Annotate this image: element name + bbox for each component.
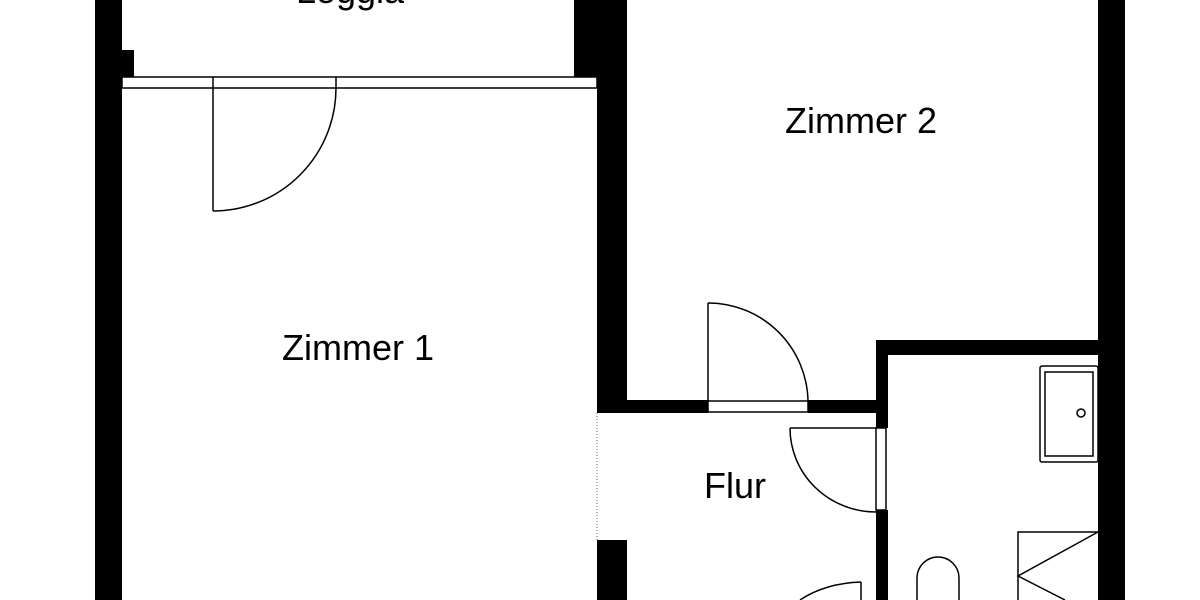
- loggia-notch: [122, 50, 134, 77]
- loggia-right-wall: [574, 0, 598, 77]
- room-label-flur: Flur: [704, 465, 766, 506]
- flur-left-wall-stub: [597, 540, 627, 600]
- room-label-zimmer2: Zimmer 2: [785, 100, 937, 141]
- bath-top-wall: [876, 340, 1098, 355]
- walls: [95, 0, 1125, 600]
- middle-wall: [597, 0, 627, 413]
- zimmer2-bottom-wall-left: [627, 400, 708, 413]
- bath-left-wall-top: [876, 340, 888, 428]
- room-label-loggia: Loggia: [296, 0, 405, 11]
- loggia-glazing: [121, 76, 598, 89]
- door-bath[interactable]: [789, 427, 887, 513]
- right-outer-wall: [1098, 0, 1125, 600]
- left-outer-wall: [95, 0, 122, 600]
- toilet: [916, 556, 960, 600]
- zimmer2-bottom-wall-right: [808, 400, 888, 413]
- shower-cabinet: [1016, 531, 1099, 600]
- bathtub: [1039, 365, 1099, 463]
- door-zimmer2[interactable]: [707, 302, 809, 413]
- drain-icon: [1076, 408, 1086, 418]
- room-label-zimmer1: Zimmer 1: [282, 327, 434, 368]
- door-loggia[interactable]: [212, 77, 337, 212]
- door-bottom[interactable]: [799, 581, 862, 600]
- bath-left-wall-bottom: [876, 510, 888, 600]
